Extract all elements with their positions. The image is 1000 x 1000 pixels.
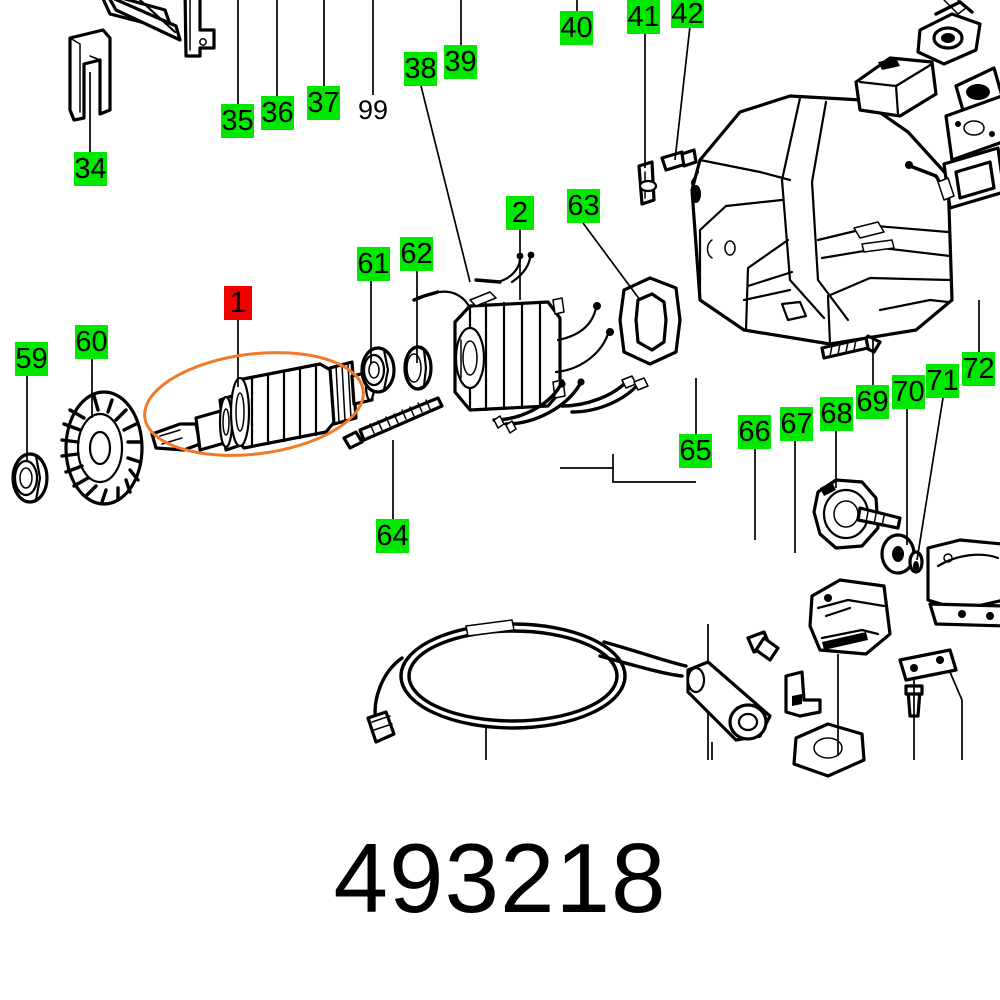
- leader-line-63: [582, 222, 641, 301]
- part-60-cooling-fan: [60, 390, 144, 506]
- callout-37[interactable]: 37: [307, 86, 340, 120]
- part-clamp-lower: [792, 722, 866, 778]
- callout-62[interactable]: 62: [400, 237, 433, 271]
- callout-70[interactable]: 70: [892, 375, 925, 409]
- part-62-ring: [403, 345, 433, 391]
- callout-42[interactable]: 42: [671, 0, 704, 30]
- callout-34[interactable]: 34: [74, 152, 107, 186]
- part-68-brush-holder: [812, 478, 902, 550]
- callout-40[interactable]: 40: [560, 11, 593, 45]
- callout-67[interactable]: 67: [780, 407, 813, 441]
- leader-line-38: [420, 85, 471, 283]
- part-cover-plate: [944, 95, 1000, 162]
- part-long-bar: [101, 0, 182, 42]
- callout-36[interactable]: 36: [261, 96, 294, 130]
- callout-59[interactable]: 59: [15, 342, 48, 376]
- part-59-bearing: [11, 452, 49, 504]
- part-1-armature: [150, 360, 376, 452]
- part-gasket-right: [942, 146, 1000, 210]
- part-41-screw: [637, 160, 658, 206]
- callout-66[interactable]: 66: [738, 415, 771, 449]
- callout-69[interactable]: 69: [856, 385, 889, 419]
- part-72-bracket: [926, 538, 1000, 628]
- callout-38[interactable]: 38: [404, 52, 437, 86]
- callout-68[interactable]: 68: [820, 397, 853, 431]
- callout-60[interactable]: 60: [75, 325, 108, 359]
- part-cord-grip: [686, 660, 772, 742]
- power-cord-assembly: [366, 619, 772, 760]
- callout-2[interactable]: 2: [506, 196, 534, 230]
- callout-1[interactable]: 1: [224, 286, 252, 320]
- part-61-bearing: [360, 346, 396, 394]
- callout-71[interactable]: 71: [926, 364, 959, 398]
- part-number-text: 493218: [333, 823, 667, 933]
- part-wire-clip-right: [905, 161, 955, 201]
- main-motor-housing: [690, 94, 954, 346]
- part-small-plate-lower: [898, 648, 958, 682]
- callout-35[interactable]: 35: [221, 104, 254, 138]
- part-flat-bracket: [183, 0, 216, 58]
- callout-65[interactable]: 65: [679, 434, 712, 468]
- callout-61[interactable]: 61: [357, 247, 390, 281]
- callout-39[interactable]: 39: [444, 45, 477, 79]
- leader-line-71: [916, 397, 944, 561]
- part-67-contact: [784, 670, 822, 718]
- callout-72[interactable]: 72: [962, 352, 995, 386]
- part-plate-with-hole: [916, 12, 982, 66]
- callout-63[interactable]: 63: [567, 189, 600, 223]
- part-66-screw: [746, 630, 780, 662]
- part-64-screw: [342, 396, 444, 450]
- part-63-gasket: [618, 276, 682, 366]
- part-71-pin: [908, 550, 924, 574]
- part-65-leads: [492, 375, 696, 483]
- callout-leader-lines: [26, 0, 980, 561]
- callout-41[interactable]: 41: [627, 0, 660, 34]
- leader-line-42: [674, 25, 691, 161]
- selected-part-highlight-ellipse: [143, 351, 365, 457]
- part-34-clip: [68, 28, 112, 122]
- callout-99[interactable]: 99: [357, 94, 389, 125]
- part-2-field-coil: [412, 251, 614, 412]
- highlight-ellipse: [143, 351, 365, 457]
- housing-accessory-parts: [854, 0, 1000, 210]
- callout-64[interactable]: 64: [376, 519, 409, 553]
- part-69-screw: [820, 334, 882, 360]
- part-housing-block-lower: [808, 578, 892, 656]
